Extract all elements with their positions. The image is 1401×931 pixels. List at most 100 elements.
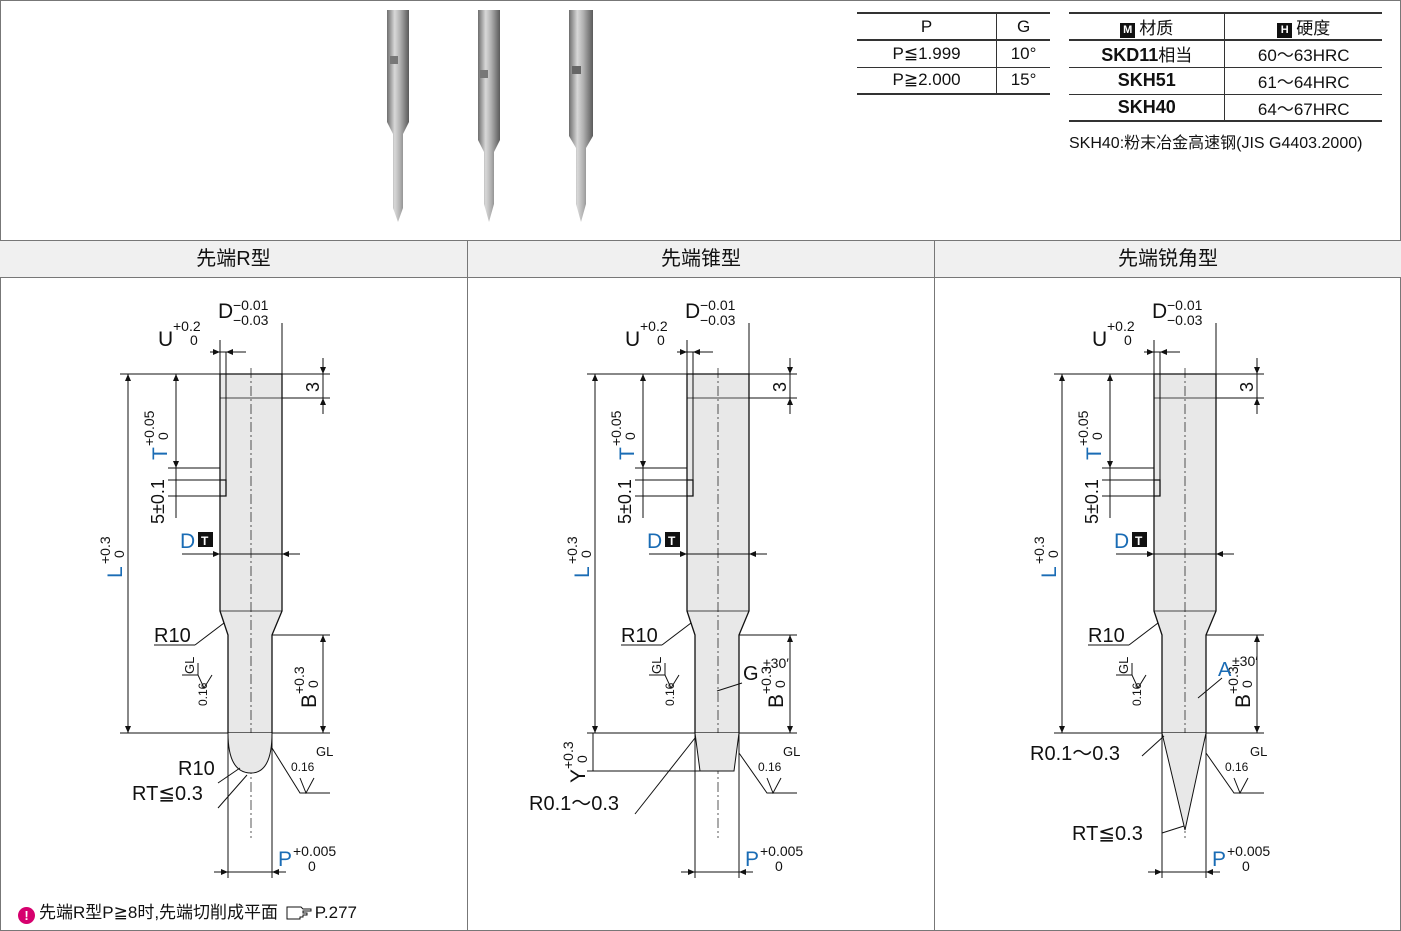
dim-r01: R0.1～0.3 [1030,743,1120,765]
roughness-mark [271,747,330,795]
cell-material: SKD11相当 [1069,39,1226,68]
dim-r10-tip: R10 [178,758,215,780]
cell-p: P≧2.000 [857,66,998,95]
hardness-badge-icon: H [1277,23,1293,38]
leader-line [634,737,696,815]
dim-y-tol-upper: +0.3 [560,741,576,769]
dim-p-tol-lower: 0 [775,858,783,874]
dim-u-tol-lower: 0 [190,332,198,348]
roughness-label: 0.16 [1130,682,1144,706]
column-title-sharp-type: 先端锐角型 [935,241,1401,278]
dim-d-tol-upper: −0.01 [1167,297,1203,313]
dim-y-tol-lower: 0 [574,755,590,763]
dt-badge-icon [1132,532,1147,547]
dim-r10: R10 [1088,625,1125,647]
leader-line [217,774,248,809]
dim-u: U [625,328,640,351]
dim-d-tol-lower: −0.03 [233,312,269,328]
roughness-mark [738,752,797,795]
cell-g: 10° [996,39,1050,68]
photo-sharp-type-pin [569,10,593,222]
dim-l-tol-upper: +0.3 [1031,536,1047,564]
drawing-cone-type: D −0.01 −0.03 U +0.2 0 3 T +0.05 0 5±0.1… [529,297,803,878]
dim-u: U [1092,328,1107,351]
dim-t-tol-lower: 0 [155,432,171,440]
dim-three: 3 [1237,382,1257,392]
dim-dt: D [180,530,195,553]
dim-u-tol-upper: +0.2 [640,318,668,334]
top-band [0,0,1401,241]
cell-p: P≦1.999 [857,39,998,68]
dim-l-tol-lower: 0 [578,550,594,558]
dim-five: 5±0.1 [1082,479,1102,524]
material-name: SKH40 [1117,96,1176,117]
roughness-label: 0.16 [758,760,782,774]
dim-l: L [1038,566,1061,578]
dim-d-tol-upper: −0.01 [233,297,269,313]
dim-five: 5±0.1 [148,479,168,524]
dim-r10: R10 [621,625,658,647]
footnote-text: 先端R型P≧8时,先端切削成平面 [39,903,279,922]
dim-r10: R10 [154,625,191,647]
cell-material: SKH40 [1069,93,1226,122]
dim-dt: D [1114,530,1129,553]
cell-hardness: 61～64HRC [1224,66,1382,95]
drawing-sharp-type: D −0.01 −0.03 U +0.2 0 3 T +0.05 0 5±0.1… [1030,297,1270,878]
gl-label: GL [182,657,197,674]
table-row: SKH51 61～64HRC [1069,66,1382,95]
leader-line [1161,825,1185,834]
dim-t-tol-upper: +0.05 [608,410,624,446]
dim-three: 3 [303,382,323,392]
dim-y-group: Y+0.30 [560,741,590,783]
dim-b-tol-lower: 0 [772,680,788,688]
dim-b: B [298,694,321,708]
leader-line [1141,735,1165,757]
material-name: SKH51 [1117,70,1176,90]
footnote: !先端R型P≧8时,先端切削成平面 P.277 [18,898,357,924]
column-title-cone-type: 先端锥型 [468,241,934,278]
roughness-label: 0.16 [196,682,210,706]
dim-d: D [218,300,233,323]
header-hardness-label: 硬度 [1296,19,1331,38]
header-material-label: 材质 [1139,19,1174,38]
dim-b: B [765,694,788,708]
dim-p-tol-upper: +0.005 [293,843,336,859]
dim-p-tol-upper: +0.005 [760,843,803,859]
gl-label: GL [1250,744,1267,759]
dt-badge-icon [198,532,213,547]
dim-d-tol-upper: −0.01 [700,297,736,313]
dim-b-tol-lower: 0 [1239,680,1255,688]
gl-label: GL [649,657,664,674]
roughness-label: 0.16 [663,682,677,706]
dt-badge-letter: T [201,534,209,548]
column-divider [467,241,468,931]
cell-hardness: 60～63HRC [1224,39,1382,68]
material-name: SKD11 [1101,45,1159,66]
dim-l-tol-lower: 0 [1045,550,1061,558]
leader-line [716,682,743,692]
column-divider [934,241,935,931]
footnote-ref: P.277 [314,903,358,922]
dim-a-tol: ±30′ [1232,653,1258,669]
dim-b: B [1232,694,1255,708]
dim-p: P [745,848,759,871]
pin-rounded-tip [227,732,273,774]
dim-line [587,733,700,772]
dt-badge-icon [665,532,680,547]
dim-u: U [158,328,173,351]
dim-d-tol-lower: −0.03 [1167,312,1203,328]
dim-dt: D [647,530,662,553]
dim-t: T [1083,447,1106,460]
roughness-mark [1205,752,1264,795]
column-title-r-type: 先端R型 [0,241,467,278]
warning-icon: ! [18,907,35,924]
gl-label: GL [316,744,333,759]
header-g: G [996,12,1050,41]
dim-p-tol-lower: 0 [1242,858,1250,874]
dim-u-tol-lower: 0 [1124,332,1132,348]
